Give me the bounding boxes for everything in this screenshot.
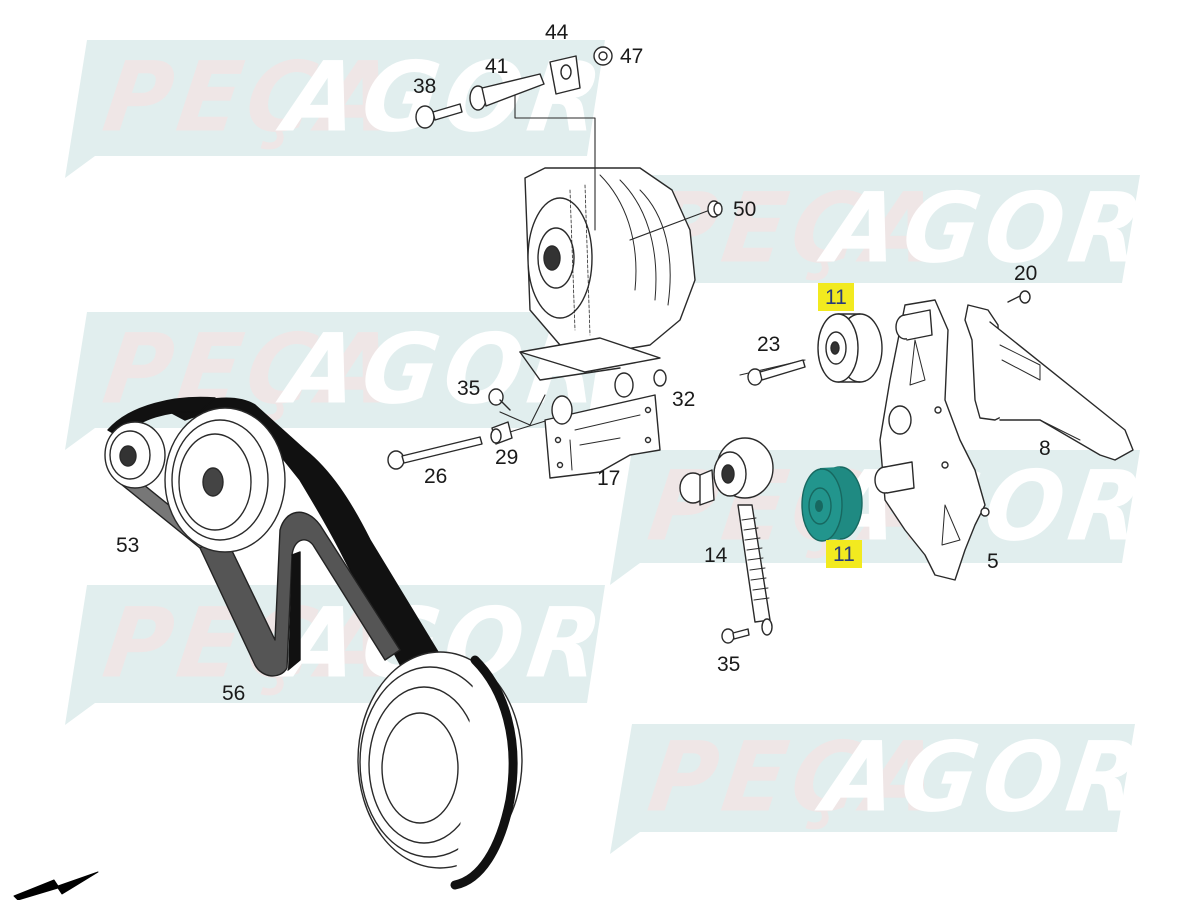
callout-part-35: 35: [457, 377, 481, 400]
bolt-20-drawing: [1007, 290, 1031, 304]
callout-highlighted-part-11: 11: [818, 283, 854, 311]
nut-47-drawing: [593, 46, 613, 66]
callout-part-23: 23: [757, 333, 781, 356]
bracket-8-drawing: [964, 304, 1134, 461]
bracket-17-drawing: [544, 372, 661, 479]
idler-pulley-11-upper-drawing: [817, 313, 883, 383]
callout-part-56: 56: [222, 682, 246, 705]
callout-part-20: 20: [1014, 262, 1038, 285]
idler-pulley-11-highlighted-drawing: [801, 466, 863, 542]
callout-part-44: 44: [545, 21, 569, 44]
sleeve-29-drawing: [490, 421, 513, 445]
callout-part-29: 29: [495, 446, 519, 469]
callout-part-38: 38: [413, 75, 437, 98]
bolt-35b-drawing: [721, 628, 750, 644]
bolt-35-drawing: [488, 388, 511, 411]
callout-highlighted-part-11: 11: [826, 540, 862, 568]
callout-part-8: 8: [1039, 437, 1051, 460]
callout-part-14: 14: [704, 544, 728, 567]
callout-part-35: 35: [717, 653, 741, 676]
crankshaft-pulley-drawing: [357, 651, 523, 890]
bolt-23-drawing: [747, 359, 806, 386]
callout-part-47: 47: [620, 45, 644, 68]
direction-arrow: [13, 871, 99, 900]
water-pump-pulley-drawing: [164, 407, 286, 553]
bolt-26-drawing: [387, 436, 483, 470]
small-pulley-drawing: [104, 421, 166, 489]
nut-32-drawing: [653, 369, 667, 387]
callout-part-5: 5: [987, 550, 999, 573]
nut-50-drawing: [707, 200, 723, 218]
clip-44-drawing: [549, 55, 581, 95]
callout-part-53: 53: [116, 534, 140, 557]
callout-part-50: 50: [733, 198, 757, 221]
callout-part-26: 26: [424, 465, 448, 488]
bolt-38-drawing: [415, 103, 463, 129]
callout-part-32: 32: [672, 388, 696, 411]
alternator-drawing: [519, 167, 696, 381]
callout-part-41: 41: [485, 55, 509, 78]
bracket-5-drawing: [874, 299, 990, 581]
callout-part-17: 17: [597, 467, 621, 490]
tensioner-14-drawing: [679, 437, 774, 636]
bolt-41-drawing: [469, 73, 545, 111]
